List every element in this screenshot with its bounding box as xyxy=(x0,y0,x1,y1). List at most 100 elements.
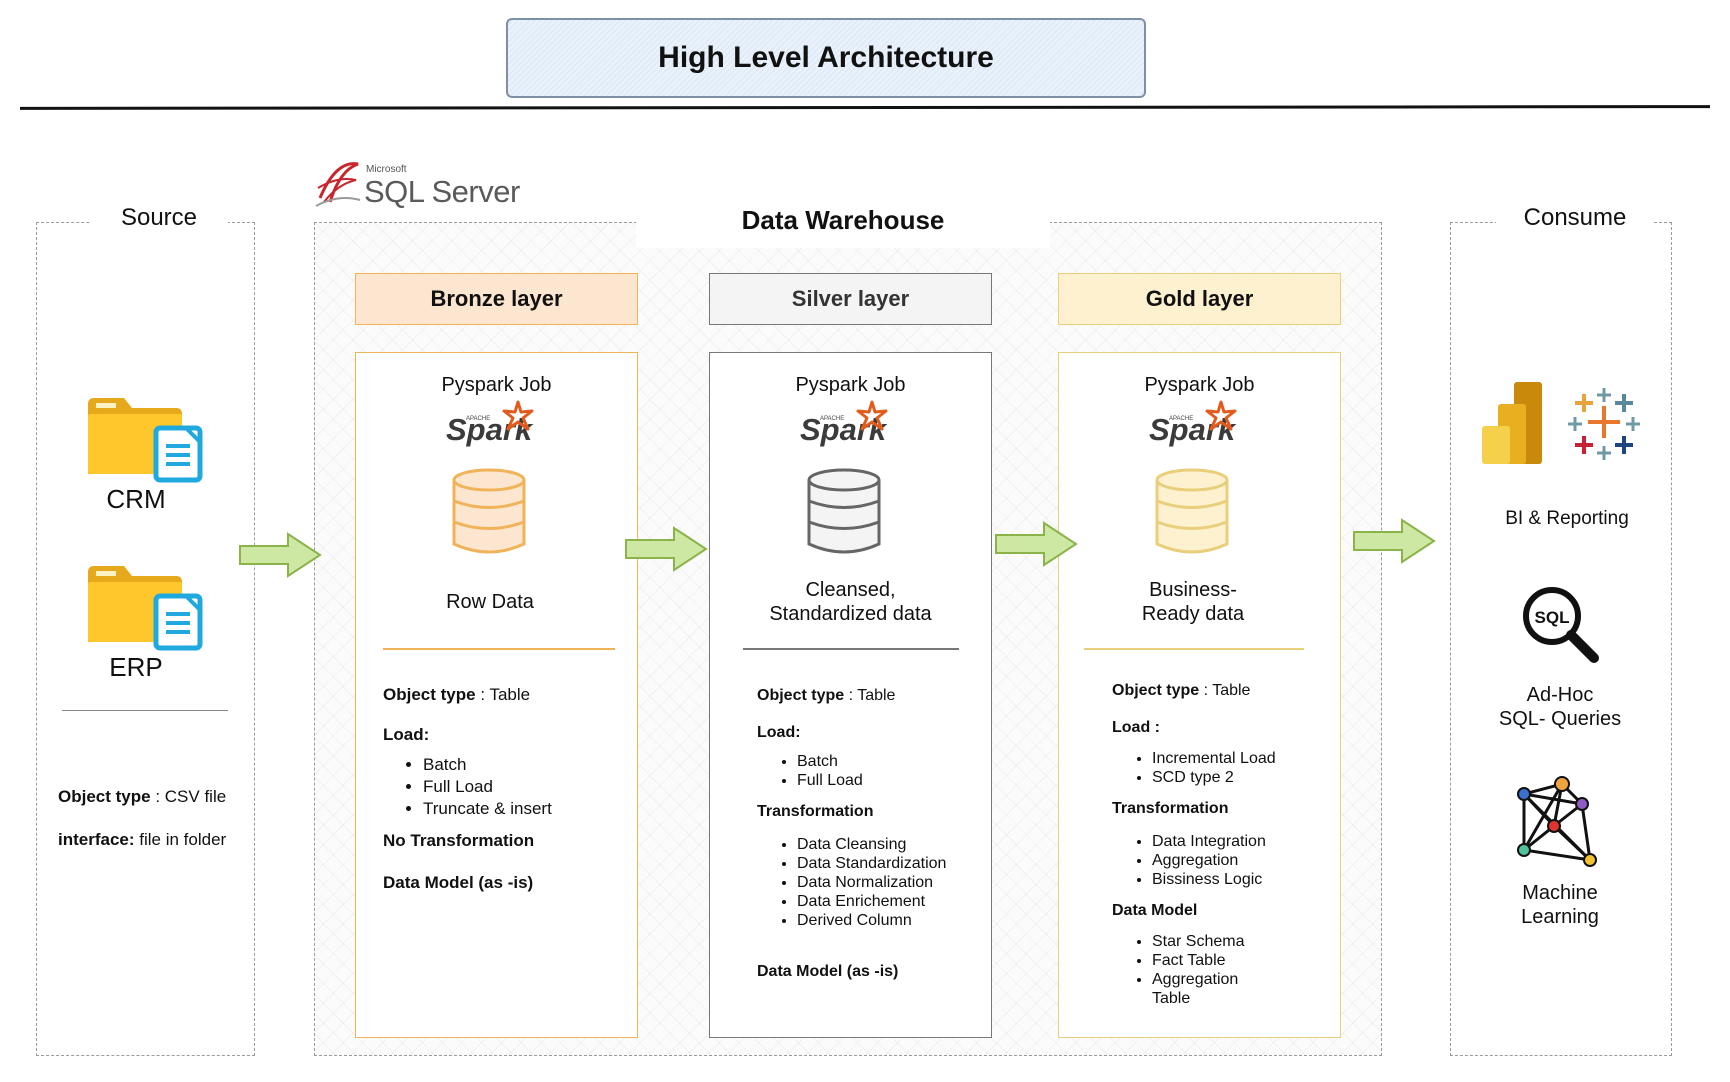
silver-load-list: Batch Full Load xyxy=(757,752,982,790)
sql-server-logo-main: SQL Server xyxy=(364,174,520,209)
bronze-layer-title: Bronze layer xyxy=(430,286,563,311)
source-object-type-value: : CSV file xyxy=(150,787,227,806)
list-item: Data Integration xyxy=(1152,832,1337,851)
consume-ml-label-2: Learning xyxy=(1521,906,1599,928)
gold-data-model-list: Star Schema Fact Table Aggregation Table xyxy=(1112,932,1252,1008)
list-item: Data Standardization xyxy=(797,854,982,873)
sql-server-logo: Microsoft SQL Server xyxy=(315,158,526,210)
list-item: Data Enrichement xyxy=(797,892,982,911)
bronze-divider xyxy=(383,648,615,650)
spark-logo-main: Spark xyxy=(446,412,533,447)
gold-transformation-label: Transformation xyxy=(1112,800,1229,817)
spark-logo-main: Spark xyxy=(800,412,887,447)
list-item: Aggregation Table xyxy=(1152,970,1252,1008)
silver-load-label: Load: xyxy=(757,724,801,741)
bronze-layer-box xyxy=(355,352,638,1038)
consume-adhoc-label-1: Ad-Hoc xyxy=(1526,684,1594,706)
gold-layer-header: Gold layer xyxy=(1058,273,1341,325)
data-warehouse-title-bg xyxy=(636,204,1050,248)
database-icon xyxy=(807,468,881,556)
source-object-type: Object type : CSV file xyxy=(58,787,226,806)
spark-star-icon xyxy=(502,400,534,431)
list-item: Star Schema xyxy=(1152,932,1252,951)
bronze-layer-header: Bronze layer xyxy=(355,273,638,325)
source-interface-value: file in folder xyxy=(134,830,227,849)
silver-transformation-list: Data Cleansing Data Standardization Data… xyxy=(757,835,982,930)
sql-search-icon: SQL xyxy=(1520,584,1600,664)
silver-layer-title: Silver layer xyxy=(791,286,910,311)
consume-panel-title: Consume xyxy=(1496,204,1654,232)
bronze-job-label: Pyspark Job xyxy=(441,374,552,396)
spark-logo: APACHE Spark xyxy=(444,400,544,450)
list-item: Data Normalization xyxy=(797,873,982,892)
consume-ml-label-1: Machine xyxy=(1522,882,1598,904)
flow-arrow-icon xyxy=(994,521,1078,567)
silver-caption-1: Cleansed, xyxy=(805,579,896,601)
gold-transformation-list: Data Integration Aggregation Bissiness L… xyxy=(1112,832,1337,889)
flow-arrow-icon xyxy=(1352,518,1436,564)
diagram-title-text: High Level Architecture xyxy=(658,41,994,74)
source-erp-label: ERP xyxy=(109,652,163,682)
gold-divider xyxy=(1084,648,1304,650)
list-item: Full Load xyxy=(423,776,623,798)
gold-caption-1: Business- xyxy=(1149,579,1237,601)
silver-object-type-label: Object type xyxy=(757,687,845,704)
diagram-title: High Level Architecture xyxy=(506,18,1146,98)
silver-job-label: Pyspark Job xyxy=(795,374,906,396)
list-item: SCD type 2 xyxy=(1152,768,1337,787)
folder-document-icon xyxy=(88,564,204,651)
consume-adhoc-label-2: SQL- Queries xyxy=(1498,708,1622,730)
list-item: Bissiness Logic xyxy=(1152,870,1337,889)
list-item: Incremental Load xyxy=(1152,749,1337,768)
title-divider xyxy=(19,105,1711,110)
list-item: Data Cleansing xyxy=(797,835,982,854)
gold-caption-2: Ready data xyxy=(1141,603,1245,625)
data-warehouse-title: Data Warehouse xyxy=(741,205,945,235)
bronze-caption-1: Row Data xyxy=(446,591,534,613)
gold-load-label: Load : xyxy=(1112,719,1160,736)
gold-details: Object type : Table Load : Incremental L… xyxy=(1112,681,1337,1018)
spark-logo-small: APACHE xyxy=(1169,416,1194,422)
list-item: Derived Column xyxy=(797,911,982,930)
gold-layer-title: Gold layer xyxy=(1145,286,1254,311)
source-interface: interface: file in folder xyxy=(58,830,226,849)
gold-load-list: Incremental Load SCD type 2 xyxy=(1112,749,1337,787)
tableau-icon xyxy=(1566,386,1642,462)
spark-logo-main: Spark xyxy=(1149,412,1236,447)
flow-arrow-icon xyxy=(238,532,322,578)
silver-layer-box xyxy=(709,352,992,1038)
list-item: Batch xyxy=(423,754,623,776)
spark-logo-small: APACHE xyxy=(466,416,491,422)
bronze-details: Object type : Table Load: Batch Full Loa… xyxy=(383,684,623,904)
gold-object-type-value: : Table xyxy=(1199,682,1251,699)
database-icon xyxy=(1155,468,1229,556)
bronze-object-type-value: : Table xyxy=(475,685,531,704)
silver-transformation-label: Transformation xyxy=(757,803,874,820)
list-item: Batch xyxy=(797,752,982,771)
sql-server-logo-small: Microsoft xyxy=(366,164,407,175)
gold-job-label: Pyspark Job xyxy=(1144,374,1255,396)
sql-server-icon xyxy=(315,162,361,207)
gold-data-model-label: Data Model xyxy=(1112,902,1198,919)
list-item: Full Load xyxy=(797,771,982,790)
source-panel-title: Source xyxy=(90,204,228,232)
bronze-data-model-label: Data Model (as -is) xyxy=(383,873,534,892)
spark-logo: APACHE Spark xyxy=(1147,400,1247,450)
database-icon xyxy=(452,468,526,556)
bronze-transformation-label: No Transformation xyxy=(383,831,535,850)
silver-object-type-value: : Table xyxy=(844,687,896,704)
source-object-type-label: Object type xyxy=(58,787,151,806)
silver-layer-header: Silver layer xyxy=(709,273,992,325)
silver-caption-2: Standardized data xyxy=(769,603,932,625)
power-bi-icon xyxy=(1480,382,1544,464)
spark-logo-small: APACHE xyxy=(820,416,845,422)
bronze-object-type-label: Object type xyxy=(383,685,476,704)
list-item: Aggregation xyxy=(1152,851,1337,870)
folder-document-icon xyxy=(88,396,204,483)
list-item: Fact Table xyxy=(1152,951,1252,970)
source-crm-label: CRM xyxy=(106,484,166,514)
gold-layer-box xyxy=(1058,352,1341,1038)
spark-star-icon xyxy=(856,400,888,431)
source-interface-label: interface: xyxy=(58,830,135,849)
list-item: Truncate & insert xyxy=(423,798,623,820)
